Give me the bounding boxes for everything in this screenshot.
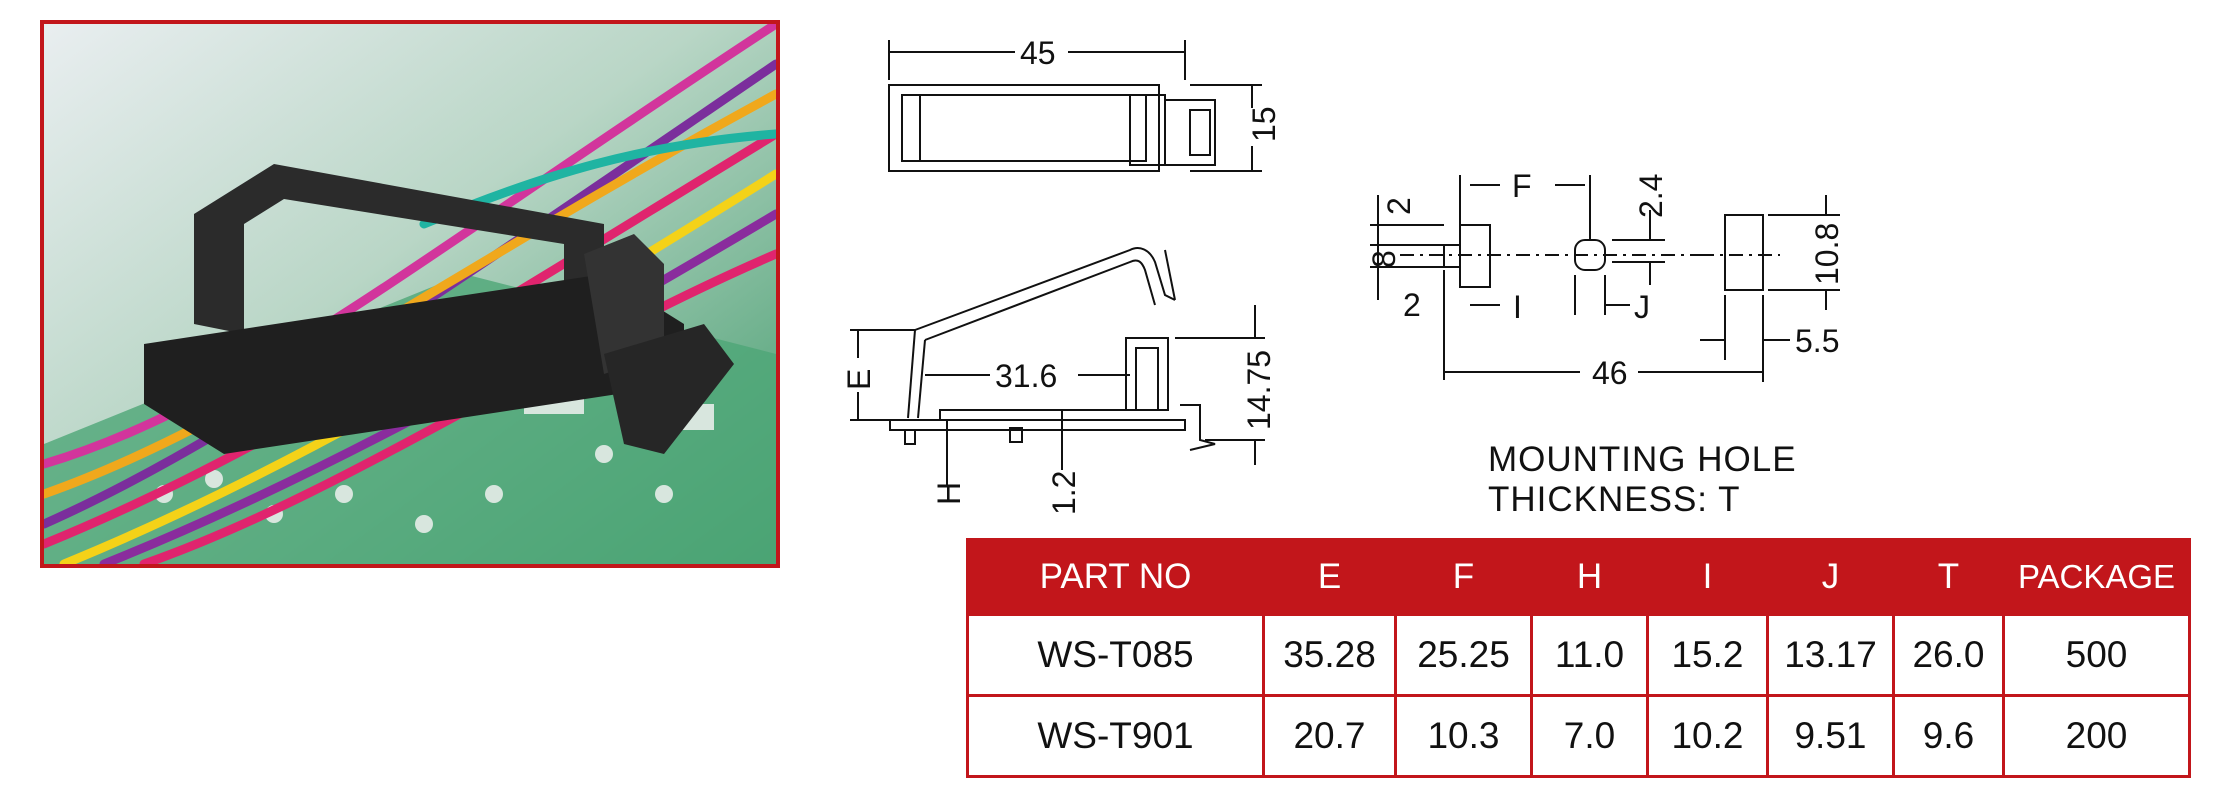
cell-e: 35.28: [1262, 613, 1397, 697]
note-thickness: THICKNESS: T: [1488, 480, 1741, 519]
cell-package: 200: [2002, 694, 2191, 778]
dim-hole-5-5: 5.5: [1795, 323, 1839, 359]
dim-side-e: E: [841, 369, 877, 390]
cell-t: 9.6: [1892, 694, 2005, 778]
cell-j: 13.17: [1766, 613, 1895, 697]
dim-side-h: H: [931, 482, 967, 505]
col-package: PACKAGE: [2002, 539, 2190, 615]
dim-side-height: 14.75: [1241, 350, 1277, 430]
dim-top-height: 15: [1246, 106, 1282, 142]
cell-e: 20.7: [1262, 694, 1397, 778]
dim-hole-f: F: [1512, 168, 1532, 204]
dim-side-base: 1.2: [1046, 471, 1082, 515]
cell-part-no: WS-T085: [966, 613, 1265, 697]
table-header-row: PART NO E F H I J T PACKAGE: [966, 539, 2190, 615]
cell-part-no: WS-T901: [966, 694, 1265, 778]
cable-clip-illustration: [44, 24, 776, 564]
col-j: J: [1766, 539, 1894, 615]
col-part-no: PART NO: [966, 539, 1264, 615]
mounting-hole-view: [1370, 175, 1840, 382]
cell-f: 10.3: [1394, 694, 1533, 778]
cell-f: 25.25: [1394, 613, 1533, 697]
dim-hole-8: 8: [1366, 250, 1402, 268]
cell-h: 7.0: [1530, 694, 1649, 778]
col-f: F: [1394, 539, 1532, 615]
dim-hole-i: I: [1513, 289, 1522, 325]
product-photo: [40, 20, 780, 568]
spec-table: PART NO E F H I J T PACKAGE WS-T085 35.2…: [966, 538, 2191, 778]
cell-j: 9.51: [1766, 694, 1895, 778]
cell-package: 500: [2002, 613, 2191, 697]
dim-side-length: 31.6: [995, 358, 1057, 394]
col-i: I: [1646, 539, 1768, 615]
col-h: H: [1530, 539, 1648, 615]
dim-hole-2a: 2: [1381, 197, 1417, 215]
note-mounting-hole: MOUNTING HOLE: [1488, 440, 1797, 479]
cell-h: 11.0: [1530, 613, 1649, 697]
dim-hole-j: J: [1634, 289, 1650, 325]
dim-hole-10-8: 10.8: [1809, 223, 1845, 285]
cell-t: 26.0: [1892, 613, 2005, 697]
side-view: [850, 247, 1265, 485]
dim-hole-46: 46: [1592, 355, 1628, 391]
cable-clip: [144, 164, 734, 454]
dim-hole-2-4: 2.4: [1633, 174, 1669, 218]
dim-top-width: 45: [1020, 35, 1056, 71]
table-row: WS-T901 20.7 10.3 7.0 10.2 9.51 9.6 200: [966, 694, 2191, 778]
cell-i: 15.2: [1646, 613, 1769, 697]
table-row: WS-T085 35.28 25.25 11.0 15.2 13.17 26.0…: [966, 613, 2191, 697]
top-view: [888, 40, 1262, 172]
col-e: E: [1262, 539, 1396, 615]
dim-hole-2b: 2: [1403, 287, 1421, 323]
cell-i: 10.2: [1646, 694, 1769, 778]
col-t: T: [1892, 539, 2004, 615]
